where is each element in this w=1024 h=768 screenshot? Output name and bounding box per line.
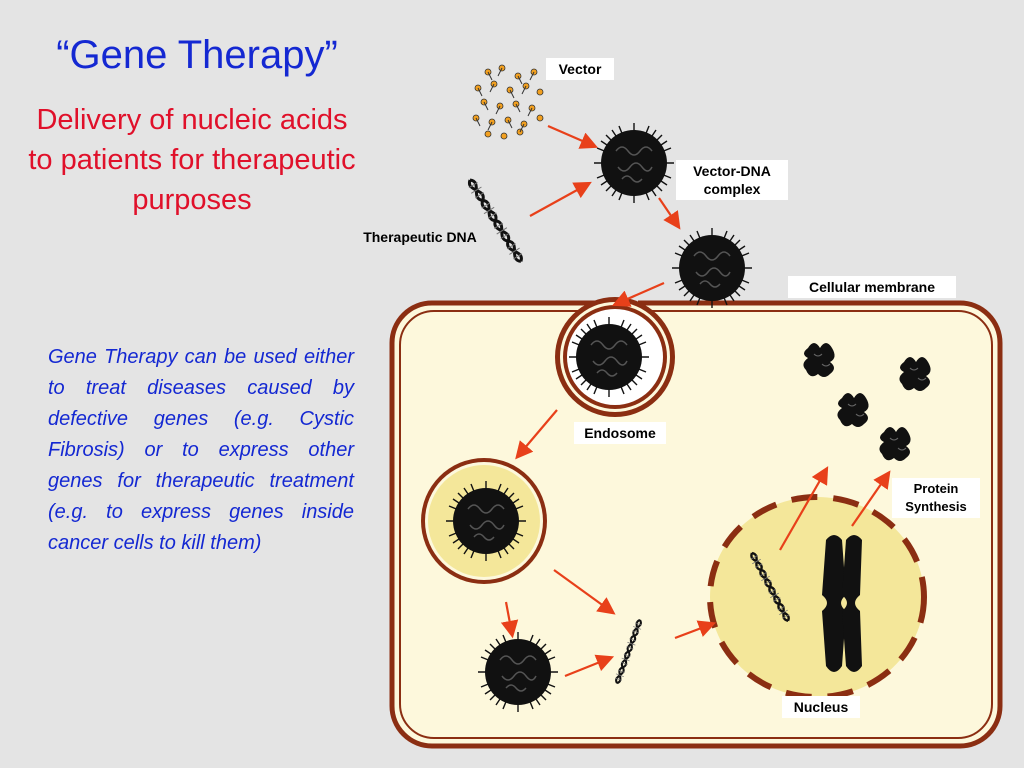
slide-title: “Gene Therapy”	[56, 33, 338, 77]
description-text: Gene Therapy can be used either to treat…	[48, 346, 354, 554]
process-arrows	[500, 124, 891, 678]
vector-dna-complex-label: Vector-DNA complex	[676, 160, 788, 200]
vector-dna-complex-2	[671, 227, 753, 309]
endosome-forming	[555, 297, 675, 417]
released-vector	[477, 631, 559, 713]
endosome	[421, 458, 547, 584]
nucleus-label: Nucleus	[782, 696, 860, 718]
therapeutic-dna-label: Therapeutic DNA	[363, 229, 477, 245]
vector-particles	[472, 64, 544, 140]
protein-synthesis-label: Protein Synthesis	[892, 478, 980, 518]
therapeutic-dna-helix	[463, 175, 528, 267]
nucleus	[707, 494, 927, 700]
slide-subtitle: Delivery of nucleic acids to patients fo…	[28, 104, 356, 216]
vector-label: Vector	[546, 58, 614, 80]
cellular-membrane-label: Cellular membrane	[788, 276, 956, 298]
endosome-label: Endosome	[574, 422, 666, 444]
vector-dna-complex-1	[593, 122, 675, 204]
chromosome	[822, 535, 862, 672]
